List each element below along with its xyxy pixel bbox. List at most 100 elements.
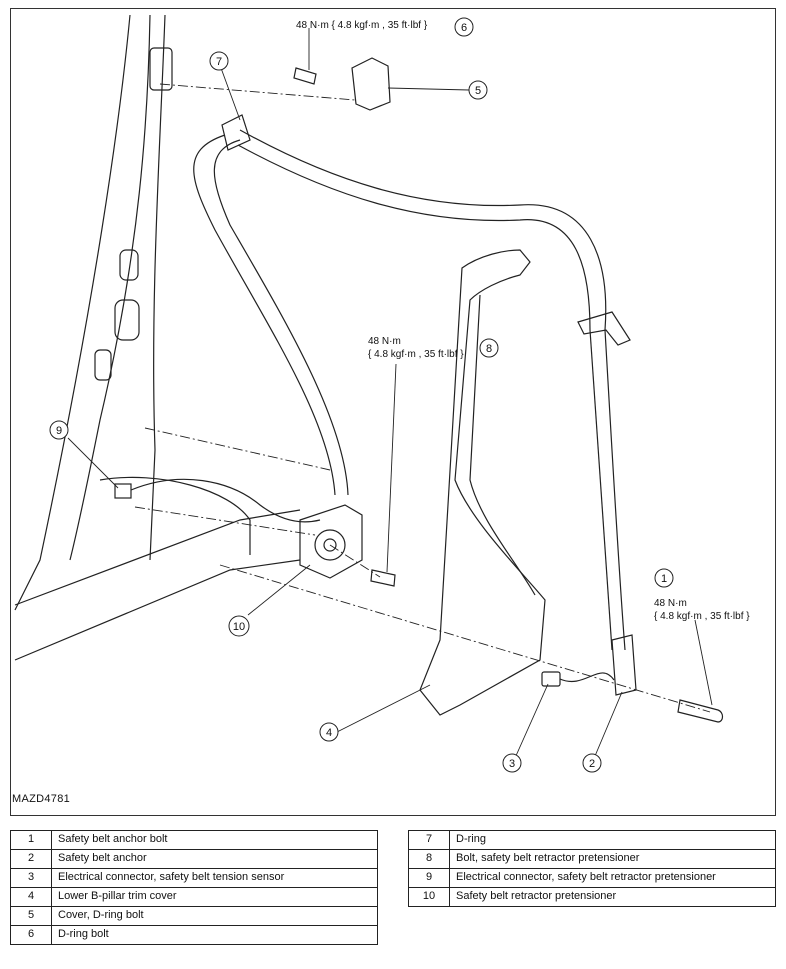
- harness-9: [130, 478, 321, 523]
- callout-1: 1: [661, 573, 667, 585]
- retractor-bolt: [370, 569, 396, 587]
- callout-8: 8: [486, 343, 492, 355]
- legend-desc: Electrical connector, safety belt retrac…: [449, 868, 776, 888]
- torque-label-8-line2: { 4.8 kgf·m , 35 ft·lbf }: [368, 349, 464, 360]
- retractor-spool: [314, 529, 346, 561]
- legend-num: 6: [10, 925, 52, 945]
- torque-label-1-line1: 48 N·m: [654, 598, 687, 609]
- callout-5: 5: [475, 85, 481, 97]
- callout-1-circle: [654, 568, 674, 588]
- legend-num: 1: [10, 830, 52, 850]
- legend-desc: D-ring: [449, 830, 776, 850]
- connector-9: [114, 483, 132, 499]
- torque-label-6: 48 N·m { 4.8 kgf·m , 35 ft·lbf }: [296, 20, 428, 31]
- leader-2: [594, 691, 623, 757]
- callout-4-circle: [319, 722, 339, 742]
- callout-3-circle: [502, 753, 522, 773]
- legend-num: 10: [408, 887, 450, 907]
- align-line-d-ring: [159, 83, 356, 101]
- legend-desc: Cover, D-ring bolt: [51, 906, 378, 926]
- leader-5: [387, 87, 470, 91]
- retractor: [299, 504, 363, 579]
- legend-num: 5: [10, 906, 52, 926]
- legend-desc: Electrical connector, safety belt tensio…: [51, 868, 378, 888]
- legend-desc: Lower B-pillar trim cover: [51, 887, 378, 907]
- callout-9-circle: [49, 420, 69, 440]
- callout-10-circle: [228, 615, 250, 637]
- lower-trim-cover-face: [469, 294, 536, 596]
- align-line-9: [144, 427, 331, 471]
- callout-7: 7: [216, 56, 222, 68]
- align-line-1: [219, 564, 711, 713]
- belt-upper-left: [193, 134, 336, 496]
- anchor-bolt: [677, 699, 724, 723]
- align-line-8: [329, 544, 381, 578]
- torque-label-1-line2: { 4.8 kgf·m , 35 ft·lbf }: [654, 611, 750, 622]
- callout-8-circle: [479, 338, 499, 358]
- leader-4: [336, 684, 431, 733]
- leader-9: [67, 437, 119, 489]
- pillar-hole-3: [119, 249, 139, 281]
- leader-8: [386, 363, 397, 573]
- d-ring-bolt: [293, 67, 317, 85]
- belt-lower-right: [604, 329, 626, 651]
- leader-7: [220, 67, 241, 121]
- callout-2-circle: [582, 753, 602, 773]
- lower-trim-cover: [419, 249, 546, 716]
- belt-lower-right-2: [589, 329, 613, 651]
- legend-num: 4: [10, 887, 52, 907]
- legend-desc: Bolt, safety belt retractor pretensioner: [449, 849, 776, 869]
- retractor-hub: [323, 538, 337, 552]
- sill-upper: [14, 509, 301, 606]
- legend-desc: Safety belt anchor bolt: [51, 830, 378, 850]
- legend-desc: D-ring bolt: [51, 925, 378, 945]
- callout-9: 9: [56, 425, 62, 437]
- legend-num: 9: [408, 868, 450, 888]
- legend-num: 3: [10, 868, 52, 888]
- callout-5-circle: [468, 80, 488, 100]
- sill-lower: [14, 559, 301, 661]
- figure-code: MAZD4781: [12, 793, 71, 805]
- d-ring-cover: [351, 57, 391, 111]
- seatbelt-diagram: 6 5 7 8 9 10 4 3 2 1: [14, 14, 724, 773]
- legend-num: 2: [10, 849, 52, 869]
- callout-6: 6: [461, 22, 467, 34]
- body-panel: [99, 476, 251, 555]
- b-pillar-outer: [14, 14, 131, 611]
- legend-num: 7: [408, 830, 450, 850]
- legend-desc: Safety belt anchor: [51, 849, 378, 869]
- leader-3: [514, 683, 549, 759]
- torque-label-8-line1: 48 N·m: [368, 336, 401, 347]
- leader-10: [247, 564, 311, 616]
- belt-upper-right-2: [237, 144, 591, 331]
- callout-4: 4: [326, 727, 332, 739]
- callout-2: 2: [589, 758, 595, 770]
- align-line-10: [134, 506, 316, 536]
- pillar-hole-1: [114, 299, 140, 341]
- callout-10: 10: [233, 621, 245, 633]
- belt-upper-right: [239, 129, 607, 331]
- callout-7-circle: [209, 51, 229, 71]
- legend-num: 8: [408, 849, 450, 869]
- pillar-hole-2: [94, 349, 112, 381]
- callout-6-circle: [454, 17, 474, 37]
- diagram-frame: [10, 8, 776, 816]
- upper-anchor-bracket: [149, 47, 173, 91]
- legend-desc: Safety belt retractor pretensioner: [449, 887, 776, 907]
- leader-1: [694, 619, 713, 706]
- connector-3: [541, 671, 561, 687]
- belt-upper-left-2: [213, 139, 349, 496]
- d-ring: [221, 114, 251, 151]
